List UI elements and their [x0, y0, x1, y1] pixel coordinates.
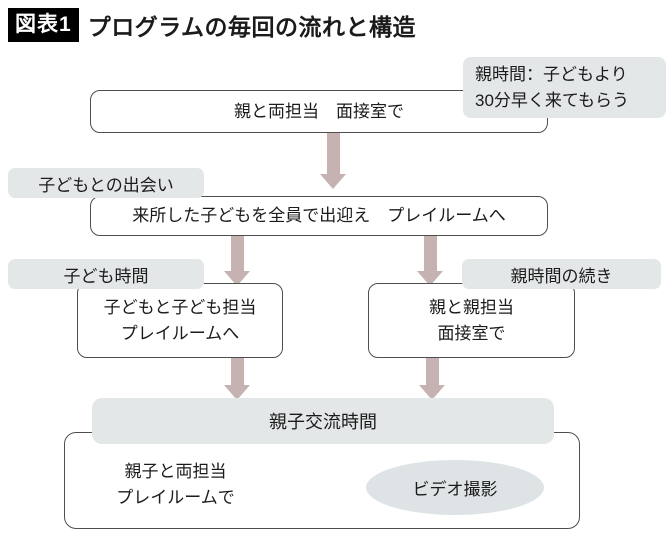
- arrow-stem: [230, 236, 244, 271]
- step-welcome-box: 来所した子どもを全員で出迎え プレイルームへ: [90, 196, 548, 236]
- flow-arrow-down-3-right: [419, 358, 445, 400]
- interaction-time-bar: 親子交流時間: [92, 398, 554, 444]
- final-session-text: 親子と両担当 プレイルームで: [88, 459, 263, 511]
- parent-time-note-line1: 親時間：子どもより: [475, 65, 628, 84]
- step-parent-intake-text: 親と両担当 面接室で: [234, 101, 404, 121]
- parent-time-note: 親時間：子どもより 30分早く来てもらう: [463, 57, 666, 118]
- arrow-head-icon: [224, 271, 250, 286]
- diagram-header: 図表1 プログラムの毎回の流れと構造: [8, 8, 416, 42]
- flow-arrow-down-2-right: [417, 236, 443, 286]
- final-session-line1: 親子と両担当: [124, 462, 227, 481]
- step-welcome-text: 来所した子どもを全員で出迎え プレイルームへ: [132, 206, 506, 225]
- label-parent-time-continue-text: 親時間の続き: [510, 266, 613, 286]
- arrow-head-icon: [320, 174, 346, 189]
- arrow-head-icon: [419, 385, 445, 400]
- label-child-time-text: 子ども時間: [63, 266, 149, 286]
- parent-track-line2: 面接室で: [437, 323, 506, 343]
- flow-arrow-down-2-left: [224, 236, 250, 286]
- flow-arrow-down-1: [320, 133, 346, 189]
- interaction-time-text: 親子交流時間: [269, 412, 377, 432]
- flow-arrow-down-3-left: [224, 358, 250, 400]
- arrow-head-icon: [224, 385, 250, 400]
- parent-track-line1: 親と親担当: [429, 297, 514, 317]
- parent-track-box: 親と親担当 面接室で: [368, 283, 575, 358]
- label-child-time: 子ども時間: [8, 259, 204, 289]
- parent-time-note-line2: 30分早く来てもらう: [475, 91, 630, 110]
- arrow-stem: [230, 358, 244, 385]
- figure-badge: 図表1: [8, 8, 79, 42]
- arrow-stem: [326, 133, 340, 174]
- label-meeting-child-text: 子どもとの出会い: [38, 175, 174, 195]
- final-session-line2: プレイルームで: [116, 488, 235, 507]
- child-track-box: 子どもと子ども担当 プレイルームへ: [77, 283, 283, 358]
- label-parent-time-continue: 親時間の続き: [462, 259, 661, 289]
- arrow-stem: [423, 236, 437, 271]
- page-title: プログラムの毎回の流れと構造: [87, 14, 416, 40]
- video-recording-ellipse: ビデオ撮影: [366, 460, 544, 515]
- arrow-head-icon: [417, 271, 443, 286]
- video-recording-text: ビデオ撮影: [412, 480, 498, 499]
- arrow-stem: [425, 358, 439, 385]
- child-track-line1: 子どもと子ども担当: [103, 297, 257, 317]
- label-meeting-child: 子どもとの出会い: [8, 168, 204, 198]
- child-track-line2: プレイルームへ: [120, 323, 240, 343]
